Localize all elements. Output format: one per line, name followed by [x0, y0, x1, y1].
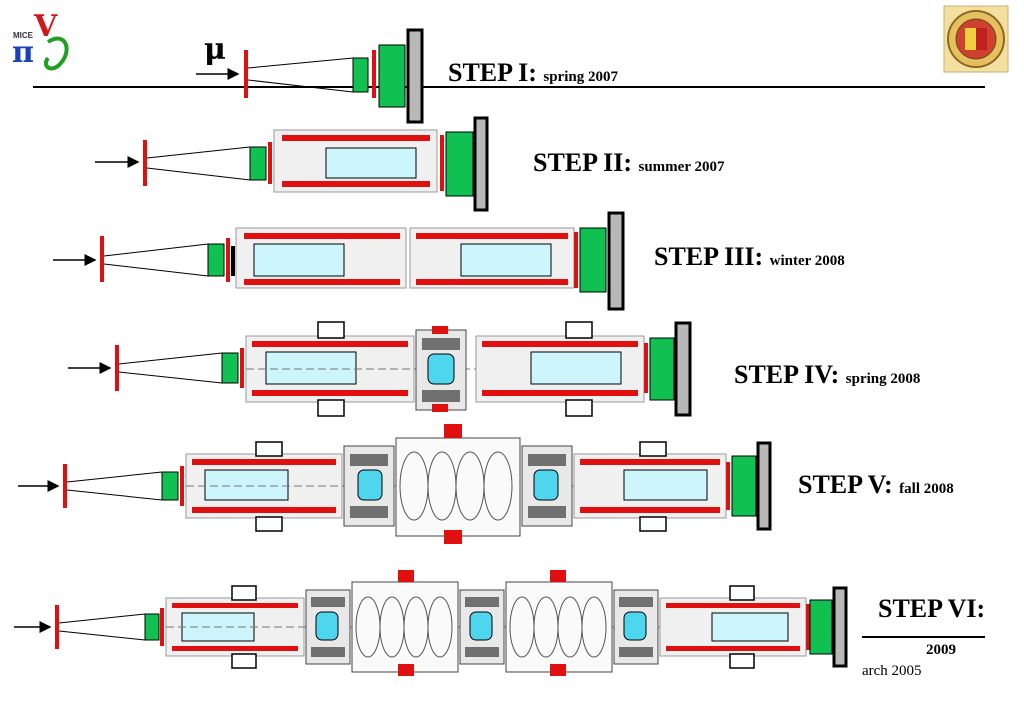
- step-6-season: 2009: [926, 642, 956, 658]
- step-6-label: STEP VI:: [878, 594, 986, 623]
- step-2-label: STEP II:: [533, 148, 632, 177]
- step-3-label: STEP III:: [654, 242, 764, 271]
- university-seal-logo: [943, 5, 1009, 73]
- step-6-title: STEP VI:: [878, 594, 985, 624]
- step-3-diagram: [53, 211, 625, 311]
- step-5-title: STEP V: fall 2008: [798, 470, 954, 500]
- step-6-diagram: [14, 570, 985, 676]
- step-1-label: STEP I:: [448, 58, 537, 87]
- svg-text:π: π: [12, 35, 34, 70]
- step-4-title: STEP IV: spring 2008: [734, 360, 920, 390]
- step-4-label: STEP IV:: [734, 360, 840, 389]
- step-4-season: spring 2008: [845, 371, 921, 387]
- step-5-label: STEP V:: [798, 470, 893, 499]
- step-1-diagram: [33, 28, 985, 124]
- step-1-season: spring 2007: [543, 69, 618, 85]
- step-3-title: STEP III: winter 2008: [654, 242, 845, 272]
- step-1-title: STEP I: spring 2007: [448, 58, 618, 88]
- svg-text:MICE: MICE: [13, 31, 34, 40]
- footer-date: arch 2005: [862, 663, 922, 679]
- step-2-diagram: [95, 116, 489, 212]
- muon-symbol: μ: [204, 32, 226, 67]
- step-2-title: STEP II: summer 2007: [533, 148, 724, 178]
- step-2-season: summer 2007: [638, 159, 725, 175]
- step-3-season: winter 2008: [769, 253, 845, 269]
- step-5-season: fall 2008: [899, 481, 954, 497]
- step-5-diagram: [18, 424, 772, 544]
- mice-logo: π V MICE: [12, 9, 69, 71]
- step-4-diagram: [68, 321, 692, 417]
